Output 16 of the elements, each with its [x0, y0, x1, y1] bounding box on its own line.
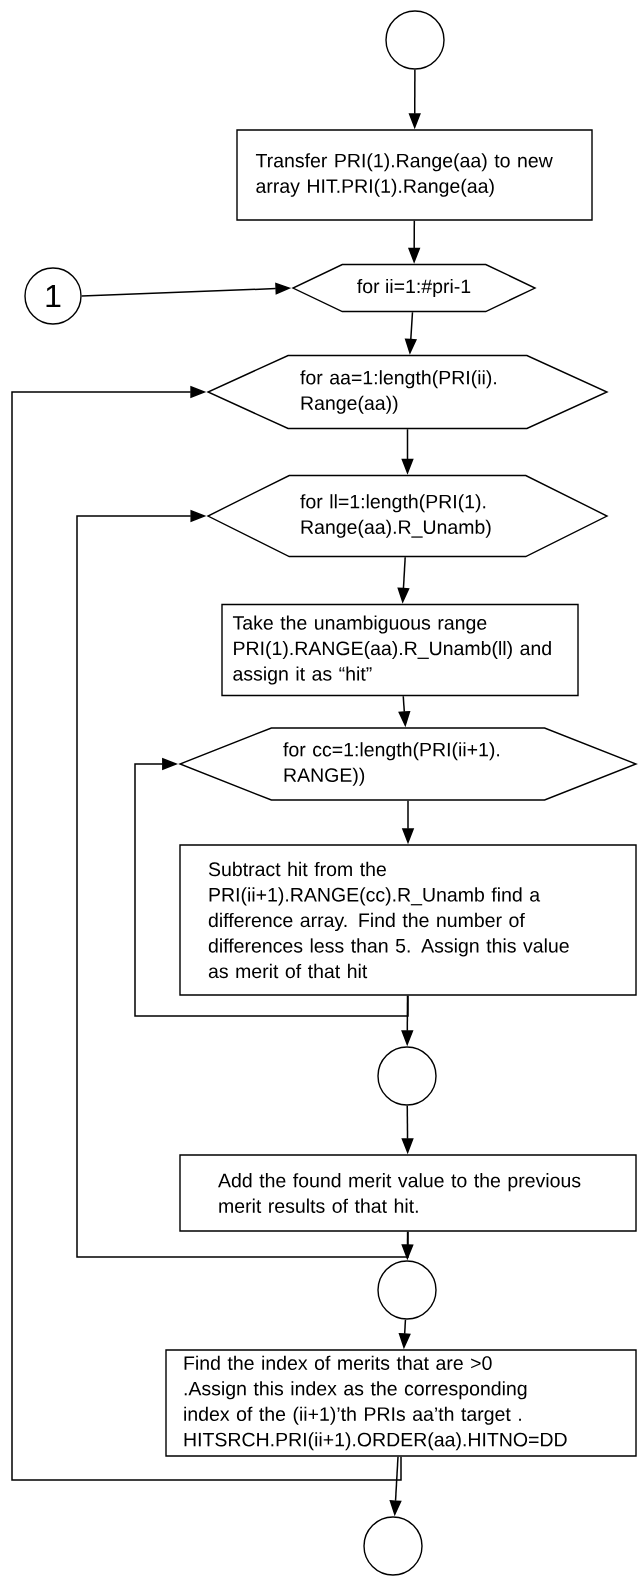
loop-hexagon: for cc=1:length(PRI(ii+1). RANGE)) — [178, 727, 638, 801]
process-box: Take the unambiguous range PRI(1).RANGE(aa).R_Unamb(ll) and assign it as “hit” — [221, 603, 579, 697]
start-circle — [385, 10, 445, 70]
loop-hexagon: for ll=1:length(PRI(1). Range(aa).R_Unamb) — [206, 474, 609, 558]
loop-hexagon: for ii=1:#pri-1 — [291, 263, 537, 313]
process-box: Transfer PRI(1).Range(aa) to new array HIT.PRI(1).Range(aa) — [236, 129, 593, 221]
process-box: Subtract hit from the PRI(ii+1).RANGE(cc).R_Unamb find a difference array. Find the number of differences less than 5. Assign this value as merit of that hit — [179, 844, 637, 996]
end-circle — [363, 1516, 423, 1576]
process-box: Find the index of merits that are >0 .Assign this index as the corresponding index of the (ii+1)’th PRIs aa’th target . HITSRCH.PRI(ii+1).ORDER(aa).HITNO=DD — [165, 1349, 637, 1457]
junction-circle — [377, 1260, 437, 1320]
loop-hexagon: for aa=1:length(PRI(ii). Range(aa)) — [206, 354, 609, 430]
junction-circle — [377, 1046, 437, 1106]
arrow — [76, 509, 409, 1258]
process-box: Add the found merit value to the previous merit results of that hit. — [179, 1154, 637, 1232]
arrow — [11, 385, 402, 1481]
arrow — [134, 757, 409, 1017]
